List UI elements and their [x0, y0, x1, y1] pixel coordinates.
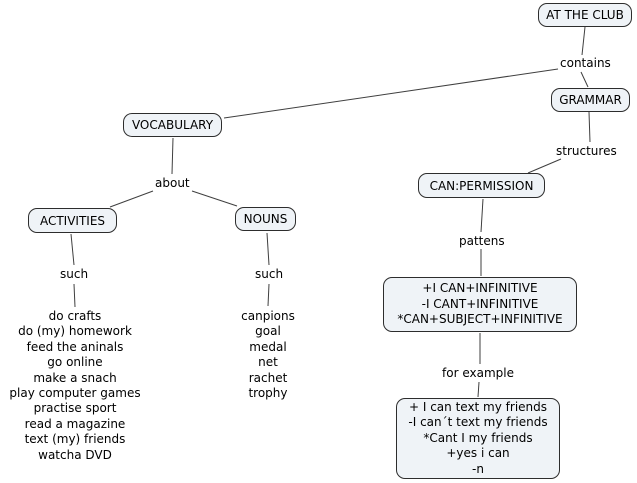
- link-label-contains[interactable]: contains: [560, 56, 611, 70]
- list-line: medal: [249, 339, 287, 354]
- list-line: net: [258, 355, 278, 370]
- list-line: rachet: [248, 370, 288, 385]
- connector-line: [588, 111, 591, 143]
- node-can-permission[interactable]: CAN:PERMISSION: [418, 173, 545, 198]
- node-activities[interactable]: ACTIVITIES: [28, 208, 117, 233]
- node-at-the-club[interactable]: AT THE CLUB: [538, 3, 632, 27]
- list-line: play computer games: [9, 386, 141, 401]
- list-line: do (my) homework: [18, 324, 132, 339]
- list-line: watcha DVD: [38, 447, 112, 462]
- list-line: text (my) friends: [24, 432, 126, 447]
- list-line: go online: [47, 355, 103, 370]
- list-line: + I can text my friends: [408, 399, 548, 414]
- connector-line: [191, 190, 238, 207]
- connector-line: [266, 232, 270, 266]
- link-label-for-example[interactable]: for example: [442, 366, 514, 380]
- link-label-such-nouns[interactable]: such: [255, 267, 284, 281]
- list-line: *CAN+SUBJECT+INFINITIVE: [397, 312, 563, 327]
- connector-line: [267, 283, 270, 307]
- link-label-about[interactable]: about: [155, 176, 190, 190]
- link-label-pattens[interactable]: pattens: [459, 234, 505, 248]
- connector-line: [109, 190, 154, 208]
- connector-line: [171, 137, 174, 175]
- connector-line: [73, 283, 76, 308]
- connector-line: [527, 158, 562, 174]
- list-line: goal: [255, 324, 281, 339]
- link-label-such-activities[interactable]: such: [60, 267, 89, 281]
- list-line: +I CAN+INFINITIVE: [422, 281, 538, 296]
- list-line: trophy: [248, 386, 288, 401]
- list-line: -I CANT+INFINITIVE: [421, 296, 539, 311]
- list-line: make a snach: [33, 370, 117, 385]
- list-line: -n: [472, 461, 484, 476]
- connector-line: [70, 233, 75, 266]
- node-grammar[interactable]: GRAMMAR: [551, 88, 630, 112]
- node-can-examples[interactable]: + I can text my friends-I can´t text my …: [396, 398, 560, 479]
- list-line: practise sport: [33, 401, 117, 416]
- list-line: read a magazine: [24, 416, 126, 431]
- connector-line: [477, 381, 480, 398]
- list-line: +yes i can: [446, 446, 510, 461]
- link-label-structures[interactable]: structures: [556, 144, 617, 158]
- node-can-patterns[interactable]: +I CAN+INFINITIVE-I CANT+INFINITIVE*CAN+…: [383, 277, 577, 332]
- connector-line: [480, 198, 484, 233]
- list-line: -I can´t text my friends: [408, 415, 548, 430]
- connector-line: [581, 26, 586, 56]
- list-line: feed the aninals: [26, 339, 124, 354]
- connector-line: [223, 68, 559, 119]
- connector-line: [580, 71, 589, 88]
- node-vocabulary[interactable]: VOCABULARY: [123, 113, 222, 137]
- list-line: canpions: [241, 309, 295, 323]
- list-line: *Cant I my friends: [423, 430, 533, 445]
- list-line: do crafts: [48, 309, 102, 323]
- node-nouns[interactable]: NOUNS: [235, 207, 296, 231]
